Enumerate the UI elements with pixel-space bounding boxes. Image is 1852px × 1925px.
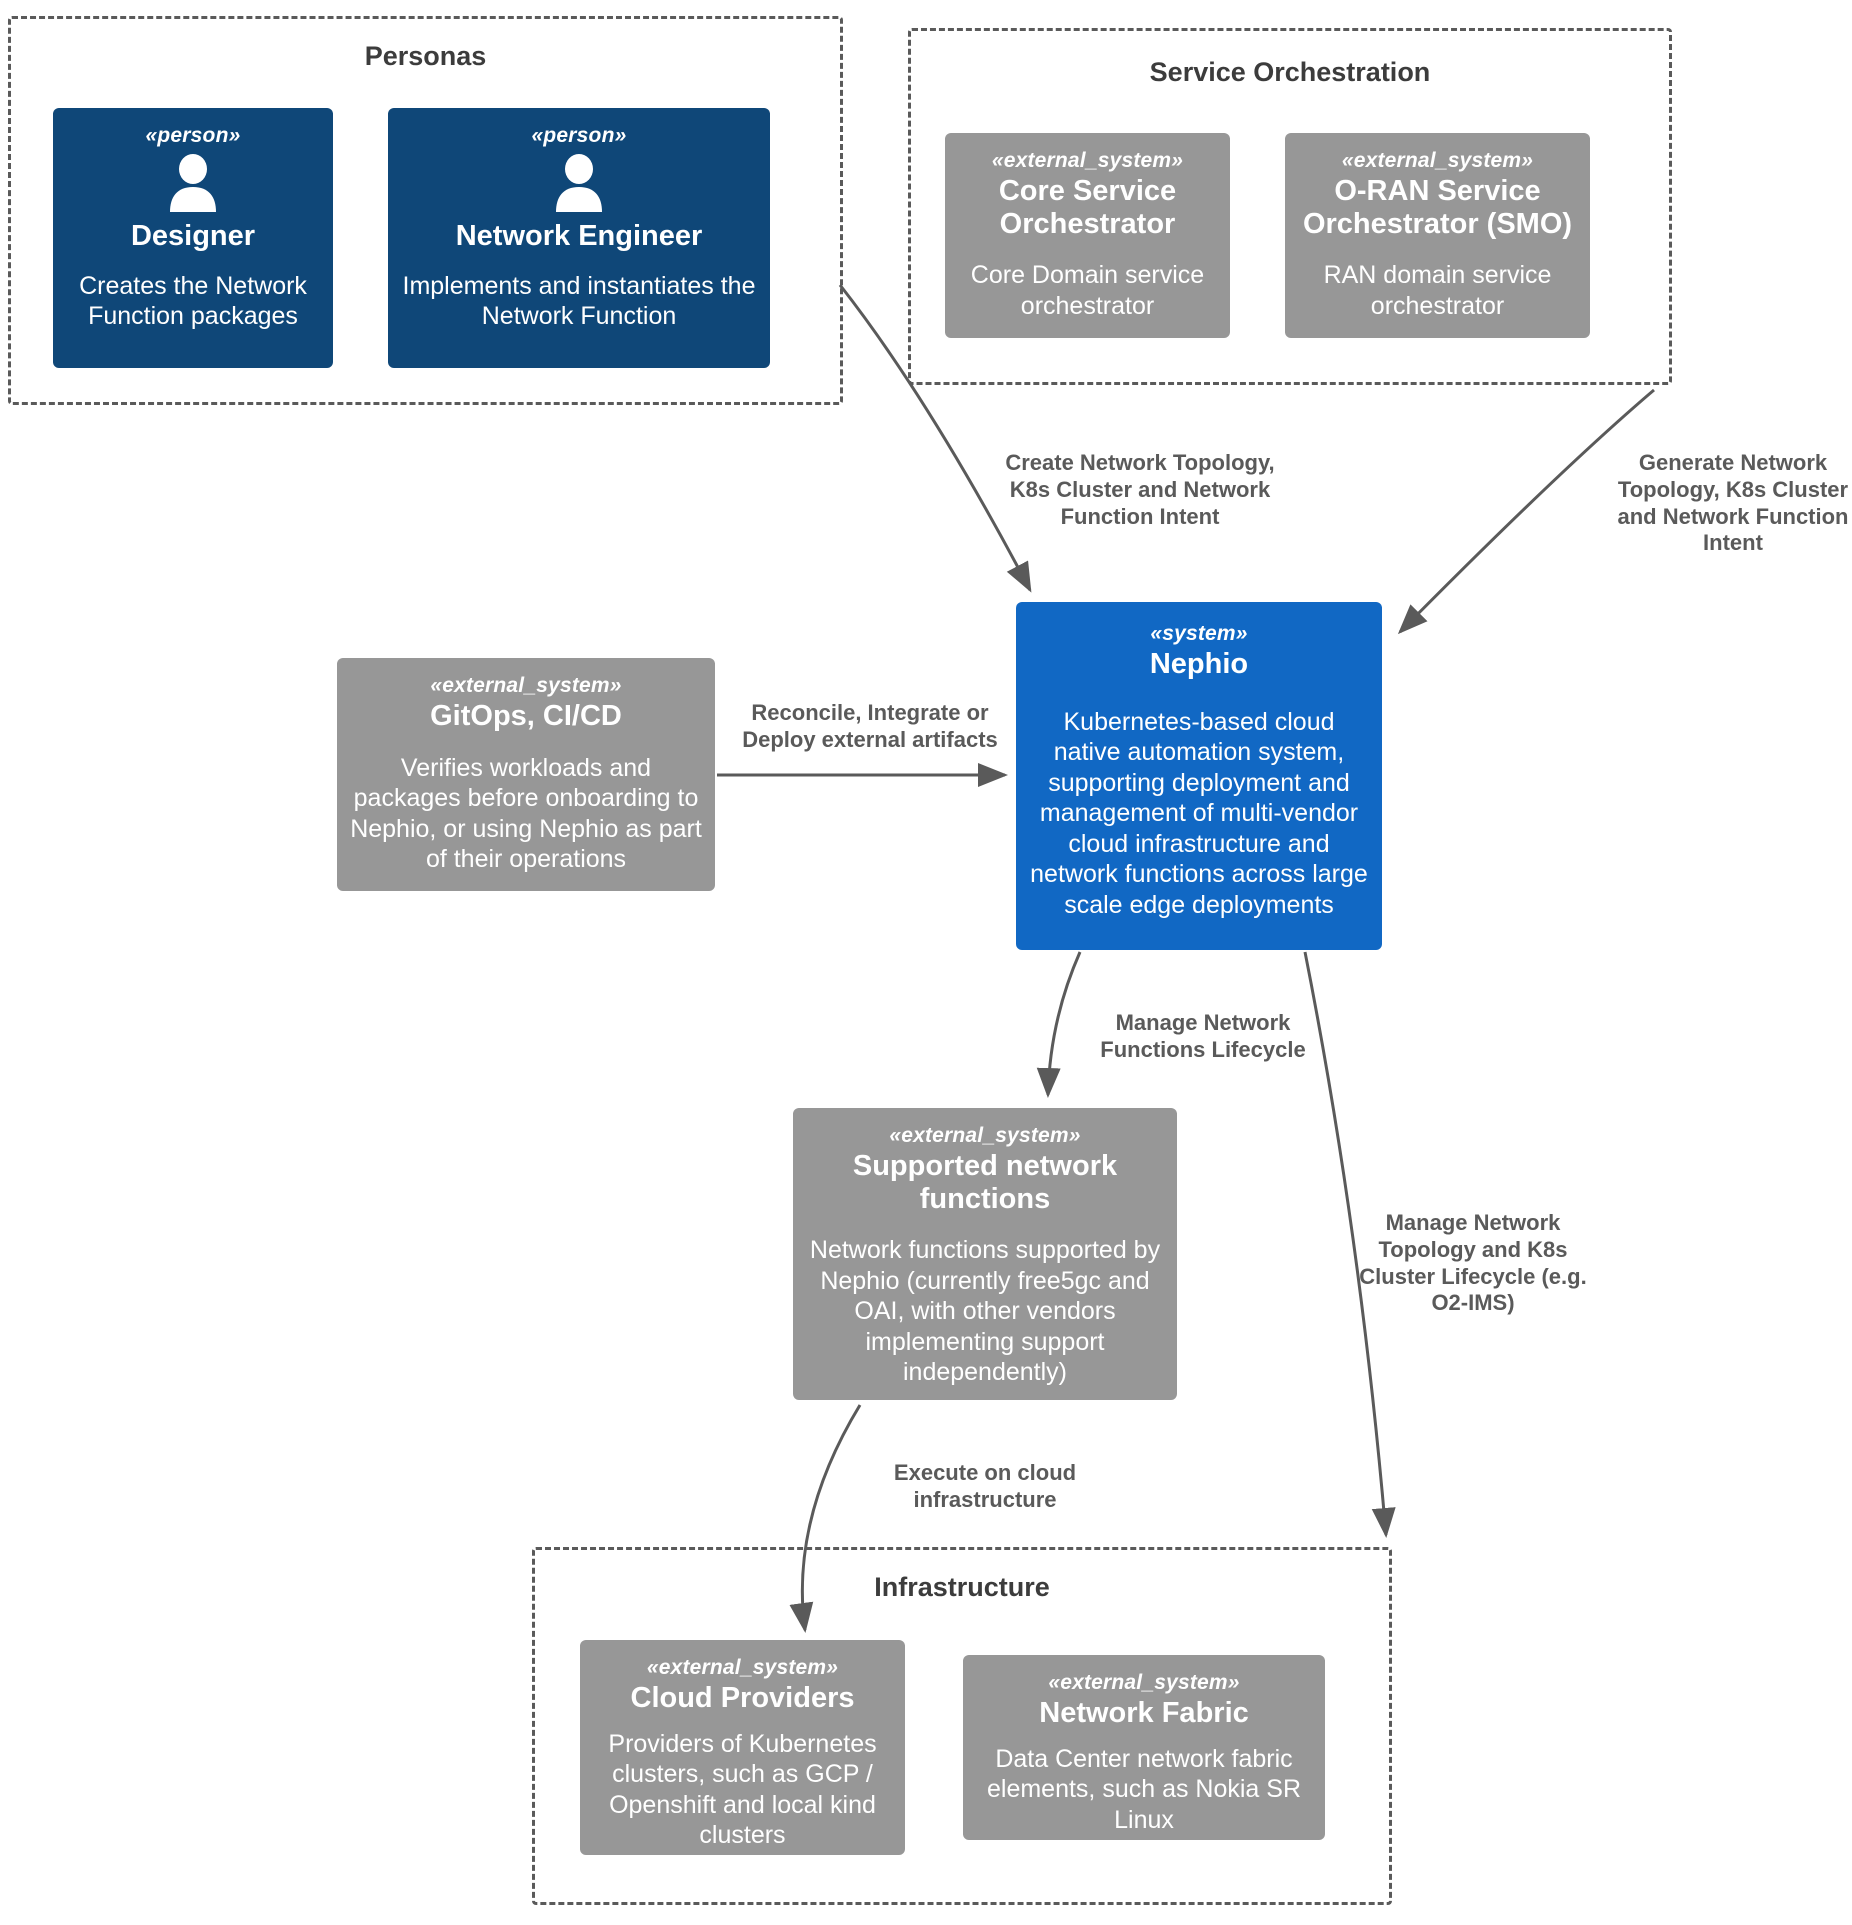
node-nephio[interactable]: «system» Nephio Kubernetes-based cloud n…	[1016, 602, 1382, 950]
group-title-personas: Personas	[364, 41, 487, 71]
edge-label-manage-nf-lifecycle: Manage Network Functions Lifecycle	[1100, 1010, 1306, 1062]
person-icon	[163, 154, 223, 216]
group-service-orchestration: Service Orchestration	[908, 28, 1672, 385]
group-title-service-orchestration: Service Orchestration	[1149, 57, 1431, 87]
node-stereotype: «person»	[531, 124, 627, 147]
edge-label-manage-topology-lifecycle: Manage Network Topology and K8s Cluster …	[1359, 1210, 1587, 1316]
node-name: GitOps, CI/CD	[430, 700, 622, 733]
node-designer[interactable]: «person» Designer Creates the Network Fu…	[53, 108, 333, 368]
node-stereotype: «external_system»	[1341, 149, 1534, 172]
node-stereotype: «person»	[145, 124, 241, 147]
node-name: Supported network functions	[852, 1150, 1118, 1215]
node-cloud-providers[interactable]: «external_system» Cloud Providers Provid…	[580, 1640, 905, 1855]
node-name: Network Fabric	[1039, 1697, 1249, 1730]
node-description: Kubernetes-based cloud native automation…	[1030, 707, 1368, 919]
edge-nephio-to-nf	[1036, 951, 1082, 1098]
edge-label-generate-intent: Generate Network Topology, K8s Cluster a…	[1617, 450, 1849, 556]
node-description: Verifies workloads and packages before o…	[350, 753, 702, 874]
node-description: Creates the Network Function packages	[79, 271, 307, 331]
node-stereotype: «external_system»	[991, 149, 1184, 172]
node-name: Designer	[130, 220, 256, 253]
node-stereotype: «external_system»	[430, 674, 622, 697]
node-name: Nephio	[1149, 648, 1249, 681]
node-description: Network functions supported by Nephio (c…	[809, 1236, 1161, 1387]
group-personas: Personas	[8, 16, 843, 405]
node-description: RAN domain service orchestrator	[1323, 261, 1552, 320]
node-name: Network Engineer	[455, 220, 703, 253]
node-core-service-orchestrator[interactable]: «external_system» Core Service Orchestra…	[945, 133, 1230, 338]
edge-label-reconcile-artifacts: Reconcile, Integrate or Deploy external …	[742, 700, 998, 752]
node-stereotype: «external_system»	[646, 1656, 839, 1679]
node-network-fabric[interactable]: «external_system» Network Fabric Data Ce…	[963, 1655, 1325, 1840]
node-oran-smo[interactable]: «external_system» O-RAN Service Orchestr…	[1285, 133, 1590, 338]
node-description: Core Domain service orchestrator	[970, 261, 1205, 320]
node-name: Cloud Providers	[630, 1682, 855, 1715]
node-name: Core Service Orchestrator	[998, 175, 1177, 240]
node-stereotype: «external_system»	[889, 1124, 1081, 1147]
node-gitops-cicd[interactable]: «external_system» GitOps, CI/CD Verifies…	[337, 658, 715, 891]
person-icon	[549, 154, 609, 216]
edge-label-execute-on-cloud: Execute on cloud infrastructure	[893, 1460, 1077, 1512]
node-description: Implements and instantiates the Network …	[402, 271, 756, 331]
node-stereotype: «system»	[1150, 622, 1248, 645]
node-stereotype: «external_system»	[1048, 1671, 1240, 1694]
node-network-engineer[interactable]: «person» Network Engineer Implements and…	[388, 108, 770, 368]
group-title-infrastructure: Infrastructure	[874, 1572, 1050, 1602]
group-infrastructure: Infrastructure	[532, 1547, 1392, 1905]
node-name: O-RAN Service Orchestrator (SMO)	[1302, 175, 1573, 240]
node-description: Data Center network fabric elements, suc…	[986, 1744, 1302, 1834]
node-supported-network-functions[interactable]: «external_system» Supported network func…	[793, 1108, 1177, 1400]
node-description: Providers of Kubernetes clusters, such a…	[608, 1729, 877, 1850]
edge-label-create-intent: Create Network Topology, K8s Cluster and…	[1005, 450, 1275, 529]
